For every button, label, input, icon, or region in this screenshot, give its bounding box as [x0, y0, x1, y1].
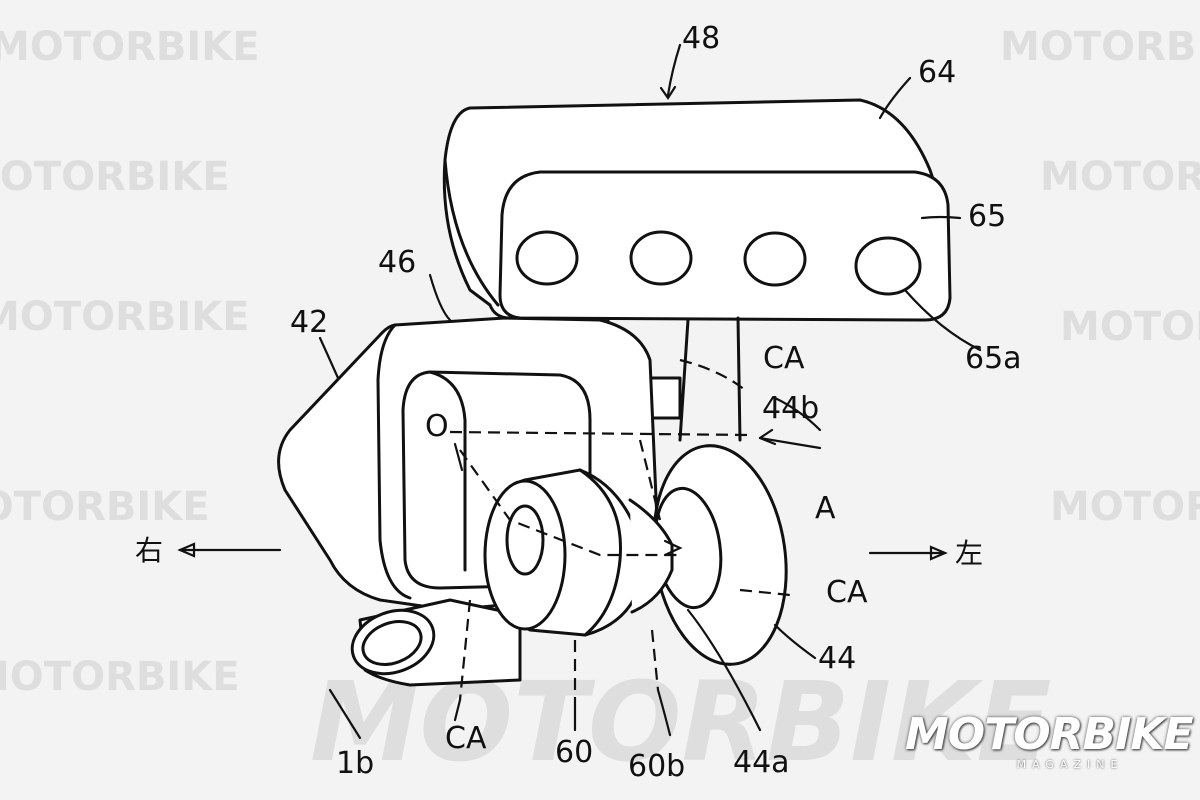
- label-1b: 1b: [336, 746, 374, 781]
- pipe-1b: [350, 598, 522, 687]
- label-64: 64: [918, 55, 956, 90]
- ghost-text-2: MOTORBIKE: [1000, 24, 1200, 70]
- ghost-text-6: MOTORBIKE: [1060, 304, 1200, 350]
- flow-lines: [449, 358, 791, 701]
- logo-sub-text: MAGAZINE: [1016, 758, 1124, 771]
- label-44a: 44a: [733, 745, 790, 780]
- label-right-kanji: 右: [135, 534, 163, 567]
- intake-hole-4: [854, 236, 922, 296]
- logo-main-text: MOTORBIKE: [905, 709, 1194, 760]
- label-CA-bottom: CA: [445, 721, 487, 756]
- motorbike-magazine-logo: MOTORBIKE MAGAZINE: [905, 709, 1194, 772]
- wheel-44: [652, 444, 788, 666]
- direction-arrows: [177, 542, 948, 561]
- ghost-text-1: MOTORBIKE: [0, 24, 260, 70]
- label-A: A: [815, 491, 836, 526]
- pulley-60: [483, 468, 674, 637]
- label-CA-right: CA: [826, 575, 868, 610]
- label-O: O: [425, 409, 449, 444]
- intake-hole-2: [629, 230, 693, 286]
- label-44: 44: [818, 641, 856, 676]
- intake-hole-1: [515, 230, 579, 286]
- label-65a: 65a: [965, 341, 1022, 376]
- ghost-text-8: MOTORBIKE: [1050, 484, 1200, 530]
- leader-lines: [318, 43, 982, 740]
- label-65: 65: [968, 199, 1006, 234]
- label-48: 48: [682, 21, 720, 56]
- reference-labels: 48 64 65 65a 46 42 CA 44b O A CA 44 CA 1…: [135, 21, 1022, 784]
- ghost-text-3: MOTORBIKE: [0, 154, 230, 200]
- background-ghost-text: MOTORBIKE MOTORBIKE MOTORBIKE MOTORBIKE …: [0, 24, 1200, 786]
- label-42: 42: [290, 305, 328, 340]
- ghost-text-5: MOTORBIKE: [0, 294, 250, 340]
- ghost-text-4: MOTORBIKE: [1040, 154, 1200, 200]
- ghost-text-9: MOTORBIKE: [0, 654, 240, 700]
- label-CA-top: CA: [763, 341, 805, 376]
- label-60: 60: [555, 735, 593, 770]
- label-60b: 60b: [628, 749, 685, 784]
- ghost-text-7: MOTORBIKE: [0, 484, 210, 530]
- label-left-kanji: 左: [955, 537, 983, 570]
- airbox-64: [442, 98, 952, 322]
- label-46: 46: [378, 245, 416, 280]
- label-44b: 44b: [762, 391, 819, 426]
- intake-hole-3: [743, 231, 807, 287]
